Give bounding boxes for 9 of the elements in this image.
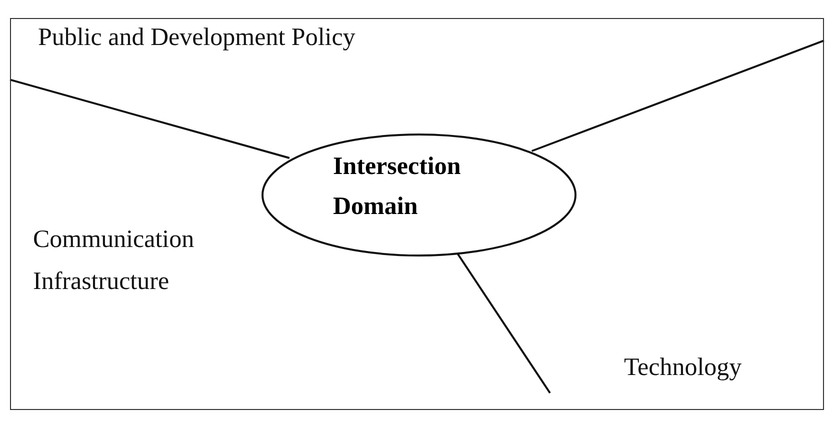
divider-line: [531, 40, 824, 152]
region-label: Technology: [624, 354, 742, 382]
region-label: Infrastructure: [33, 268, 170, 296]
divider-line: [10, 78, 290, 159]
region-label: Communication: [33, 226, 194, 254]
domain-title: Intersection Domain: [333, 152, 462, 222]
frame-border: [10, 18, 824, 410]
region-label: Public and Development Policy: [38, 24, 356, 52]
divider-line: [456, 253, 551, 394]
